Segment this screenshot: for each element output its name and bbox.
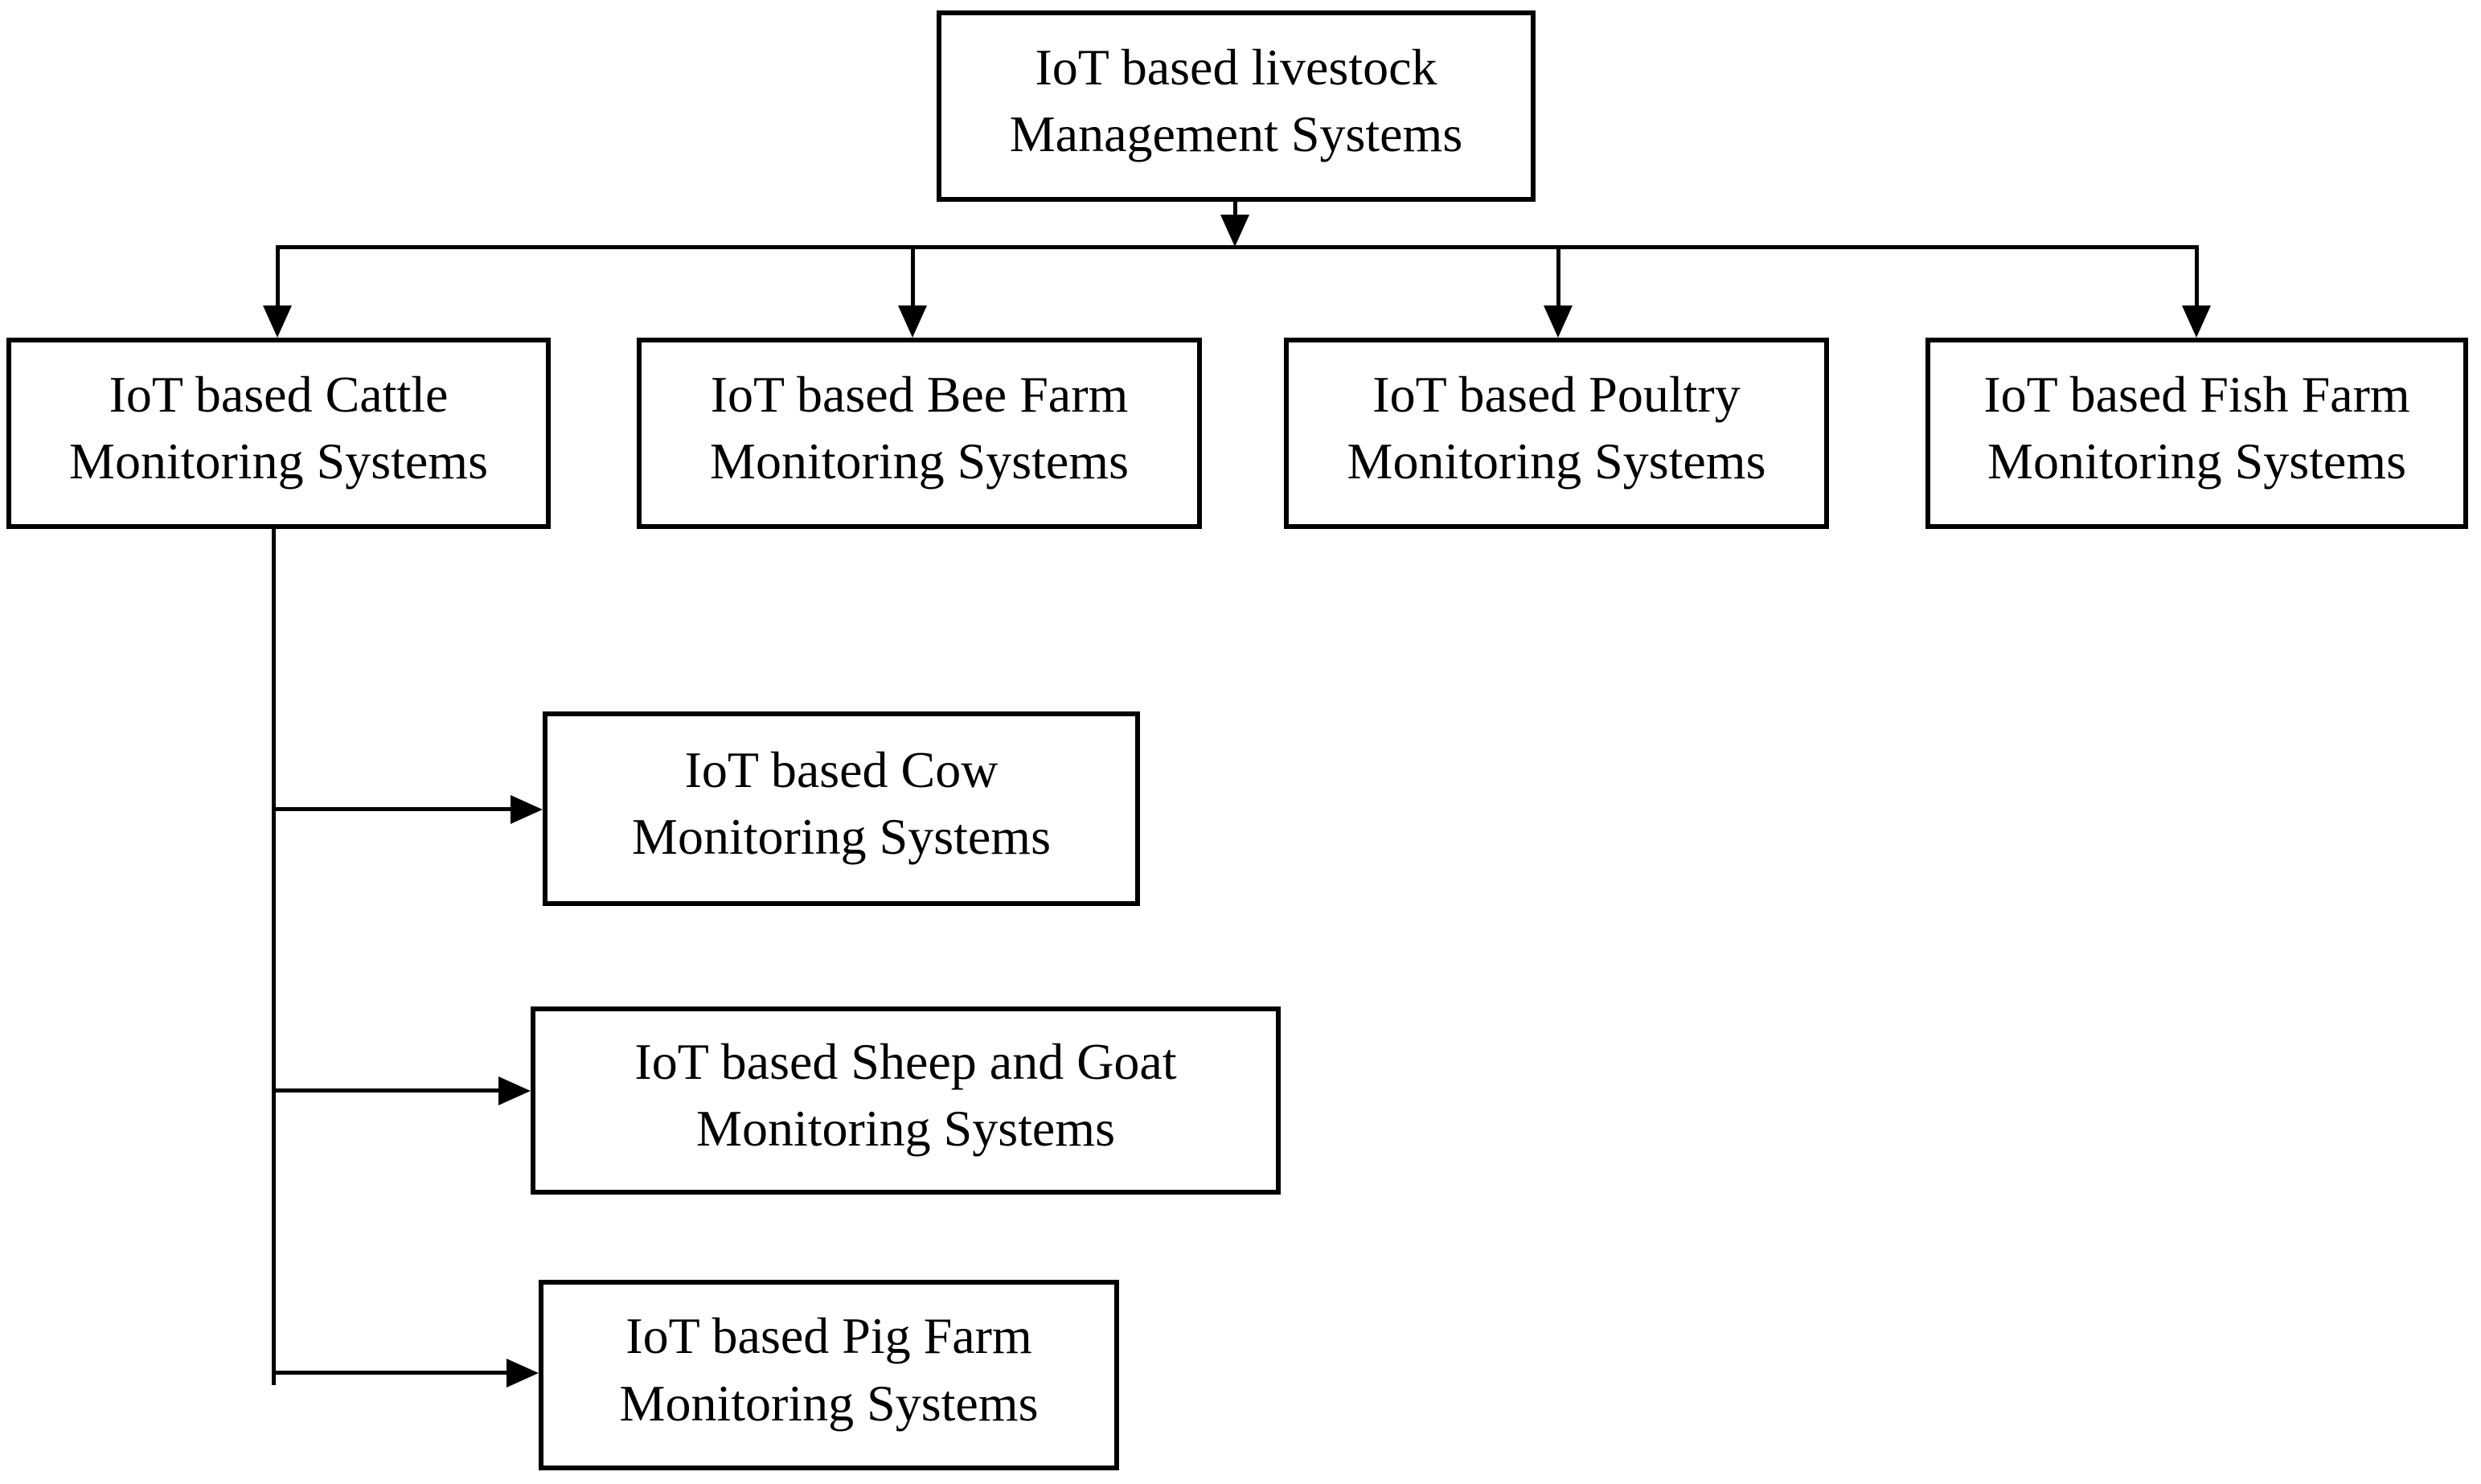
arrowhead-down-icon [898,305,927,338]
connector-branch-pig [273,1371,508,1375]
connector-distributor-line [276,245,2199,249]
node-livestock-management-root: IoT based livestock Management Systems [937,10,1536,202]
connector-drop-poultry [1556,247,1560,310]
arrowhead-down-icon [263,305,292,338]
node-cow-monitoring: IoT based Cow Monitoring Systems [543,711,1140,906]
arrowhead-right-icon [506,1359,539,1388]
node-pig-farm-monitoring: IoT based Pig Farm Monitoring Systems [539,1280,1119,1470]
arrowhead-down-icon [1220,215,1249,247]
connector-branch-cow [273,807,512,811]
node-bee-farm-monitoring: IoT based Bee Farm Monitoring Systems [637,338,1202,529]
connector-cattle-trunk [272,527,276,1385]
arrowhead-right-icon [511,795,543,824]
node-poultry-monitoring: IoT based Poultry Monitoring Systems [1284,338,1829,529]
arrowhead-down-icon [2182,305,2211,338]
connector-drop-fish [2195,247,2199,310]
connector-root-stem [1233,201,1237,221]
connector-drop-cattle [276,247,280,310]
arrowhead-down-icon [1544,305,1573,338]
arrowhead-right-icon [498,1076,531,1105]
connector-branch-sheep-goat [273,1088,500,1093]
node-cattle-monitoring: IoT based Cattle Monitoring Systems [6,338,551,529]
connector-drop-bee [911,247,915,310]
node-fish-farm-monitoring: IoT based Fish Farm Monitoring Systems [1925,338,2468,529]
node-sheep-goat-monitoring: IoT based Sheep and Goat Monitoring Syst… [531,1006,1281,1195]
